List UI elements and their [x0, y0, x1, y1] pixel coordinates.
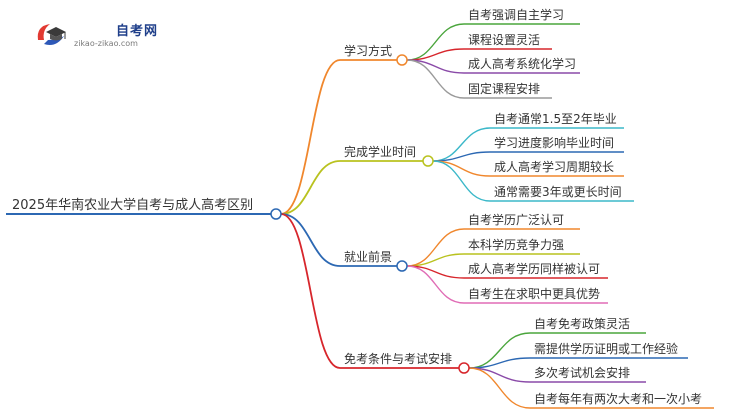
branch-collapse-toggle[interactable]: [422, 155, 434, 167]
leaf-connector: [432, 160, 491, 202]
leaf-topic: 课程设置灵活: [468, 32, 540, 47]
root-collapse-toggle[interactable]: [270, 208, 282, 220]
branch-topic: 学习方式: [344, 43, 392, 58]
branch-topic: 免考条件与考试安排: [344, 351, 452, 366]
leaf-topic: 自考通常1.5至2年毕业: [494, 112, 617, 126]
root-topic: 2025年华南农业大学自考与成人高考区别: [12, 197, 253, 213]
branch-collapse-toggle[interactable]: [396, 260, 408, 272]
branch-collapse-toggle[interactable]: [396, 54, 408, 66]
leaf-connector: [432, 160, 491, 177]
leaf-topic: 通常需要3年或更长时间: [494, 185, 622, 199]
branch-topic: 就业前景: [344, 249, 392, 264]
leaf-topic: 本科学历竞争力强: [468, 237, 564, 252]
leaf-connector: [468, 367, 531, 409]
branch-topic: 完成学业时间: [344, 144, 416, 159]
branch-connector: [280, 160, 341, 215]
logo-title: 自考网: [116, 24, 159, 39]
leaf-topic: 学习进度影响毕业时间: [494, 135, 614, 150]
branch-connector: [280, 213, 341, 267]
leaf-topic: 固定课程安排: [468, 81, 540, 96]
leaf-connector: [406, 265, 465, 304]
leaf-topic: 自考强调自主学习: [468, 7, 564, 22]
branch-collapse-toggle[interactable]: [458, 362, 470, 374]
leaf-topic: 多次考试机会安排: [534, 365, 630, 380]
leaf-topic: 成人高考学历同样被认可: [468, 261, 600, 276]
leaf-topic: 成人高考系统化学习: [468, 56, 576, 71]
leaf-topic: 自考每年有两次大考和一次小考: [534, 391, 702, 406]
leaf-topic: 自考学历广泛认可: [468, 212, 564, 227]
leaf-topic: 成人高考学习周期较长: [494, 159, 614, 174]
graduation-cap-icon: [37, 24, 66, 45]
site-logo[interactable]: 自考网 zikao-zikao.com: [34, 14, 194, 54]
logo-url: zikao-zikao.com: [74, 39, 138, 48]
leaf-topic: 需提供学历证明或工作经验: [534, 341, 678, 356]
leaf-connector: [406, 59, 465, 99]
branch-connector: [280, 59, 341, 215]
leaf-topic: 自考生在求职中更具优势: [468, 286, 600, 301]
branch-connector: [280, 213, 341, 369]
leaf-topic: 自考免考政策灵活: [534, 316, 630, 331]
